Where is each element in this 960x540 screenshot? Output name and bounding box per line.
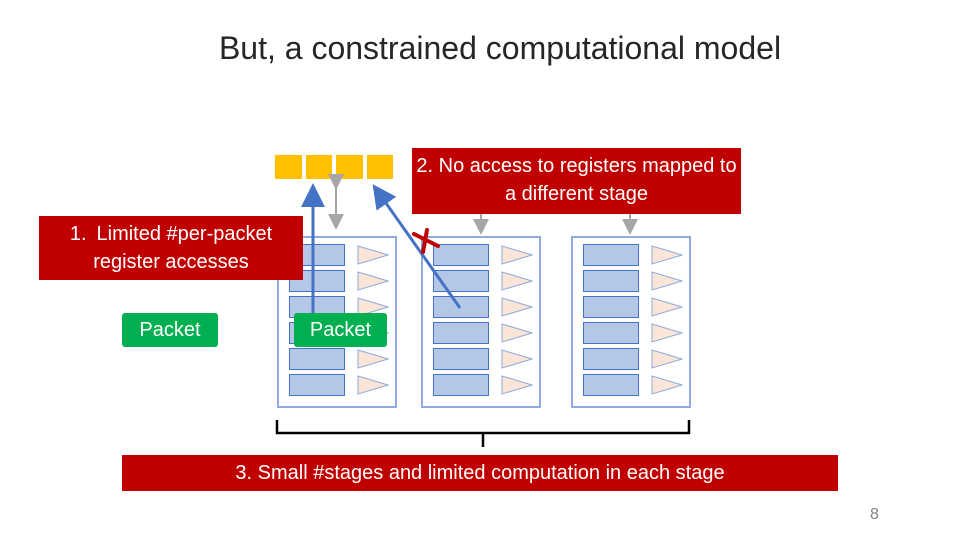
blue-arrow-stage-2-to-register [372,184,462,309]
packet-middle: Packet [294,313,387,347]
stage-row [433,374,537,396]
stage-row [583,244,687,266]
stage-row [433,270,537,292]
stage-row [583,296,687,318]
stage-register-cell [433,270,489,292]
alu-triangle [501,245,533,265]
cross-icon [412,228,440,254]
stage-row [289,374,393,396]
stage-row [583,348,687,370]
pipeline-stage-3 [571,236,691,408]
stage-row [433,348,537,370]
alu-triangle [501,323,533,343]
slide-title: But, a constrained computational model [218,30,782,66]
stage-register-cell [583,244,639,266]
callout-small-stages: 3. Small #stages and limited computation… [122,455,838,491]
alu-triangle [357,271,389,291]
callout-1-text: Limited #per-packet register accesses [93,223,273,273]
alu-triangle [357,375,389,395]
callout-1-number: 1. [69,223,87,245]
stage-row [433,322,537,344]
callout-limited-register-accesses: 1. Limited #per-packet register accesses [39,216,303,280]
stage-register-cell [433,374,489,396]
alu-triangle [501,271,533,291]
callout-2-text: 2. No access to registers mapped to a di… [416,155,737,205]
packet-left: Packet [122,313,218,347]
alu-triangle [651,271,683,291]
stage-row [289,348,393,370]
stage-register-cell [433,244,489,266]
alu-triangle [357,245,389,265]
stage-row [583,270,687,292]
stage-register-cell [433,348,489,370]
stage-register-cell [433,322,489,344]
alu-triangle [501,349,533,369]
stages-brace [275,420,691,447]
alu-triangle [651,297,683,317]
alu-triangle [651,245,683,265]
callout-no-cross-stage-access: 2. No access to registers mapped to a di… [412,148,741,214]
stage-row [583,322,687,344]
stage-register-cell [583,296,639,318]
stage-register-cell [583,322,639,344]
alu-triangle [501,297,533,317]
register-cell [274,154,303,180]
stage-row [289,270,393,292]
alu-triangle [651,375,683,395]
alu-triangle [651,323,683,343]
alu-triangle [357,349,389,369]
stage-register-cell [289,270,345,292]
alu-triangle [357,297,389,317]
alu-triangle [501,375,533,395]
stage-register-cell [583,348,639,370]
stage-register-cell [583,374,639,396]
alu-triangle [651,349,683,369]
stage-row [583,374,687,396]
stage-register-cell [289,374,345,396]
callout-3-text: 3. Small #stages and limited computation… [235,462,725,484]
stage-row [289,244,393,266]
stage-register-cell [583,270,639,292]
stage-row [433,244,537,266]
page-number: 8 [870,506,879,523]
register-cell [365,154,394,180]
stage-register-cell [289,348,345,370]
pipeline-stage-2 [421,236,541,408]
